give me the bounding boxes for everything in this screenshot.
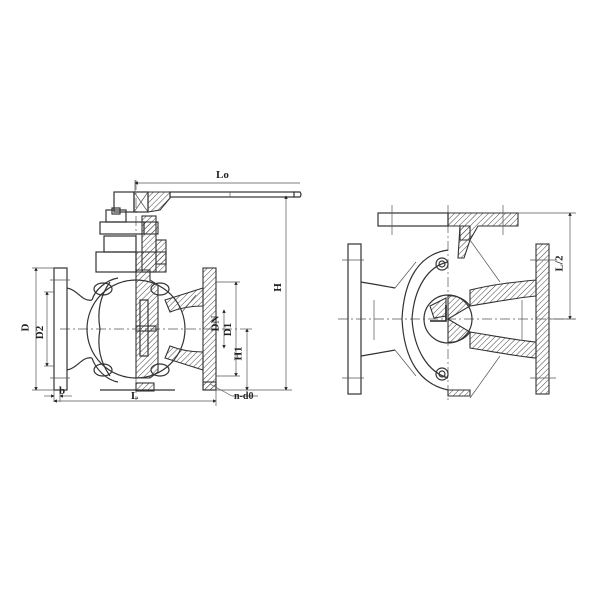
dim-label-flange-thickness: b: [59, 385, 66, 397]
dim-label-raised-face: D2: [34, 325, 47, 340]
dim-label-face-to-face: L: [131, 390, 139, 402]
front-section-view: [50, 180, 302, 400]
front-view-dimensions: [32, 180, 300, 406]
dim-label-height: H: [271, 283, 284, 292]
side-section-view: [338, 205, 575, 400]
side-view-dimensions: [518, 212, 576, 320]
dim-label-nominal-dia: DN: [209, 315, 222, 332]
dim-label-bolt-circle: D1: [222, 322, 235, 337]
dim-label-lever-length: Lo: [216, 169, 229, 181]
dim-label-half-length: L/2: [553, 255, 566, 272]
dim-label-flange-od: D: [19, 323, 32, 332]
dim-label-center-height: H1: [232, 346, 245, 361]
dim-label-bolt-holes: n-d0: [234, 391, 254, 402]
